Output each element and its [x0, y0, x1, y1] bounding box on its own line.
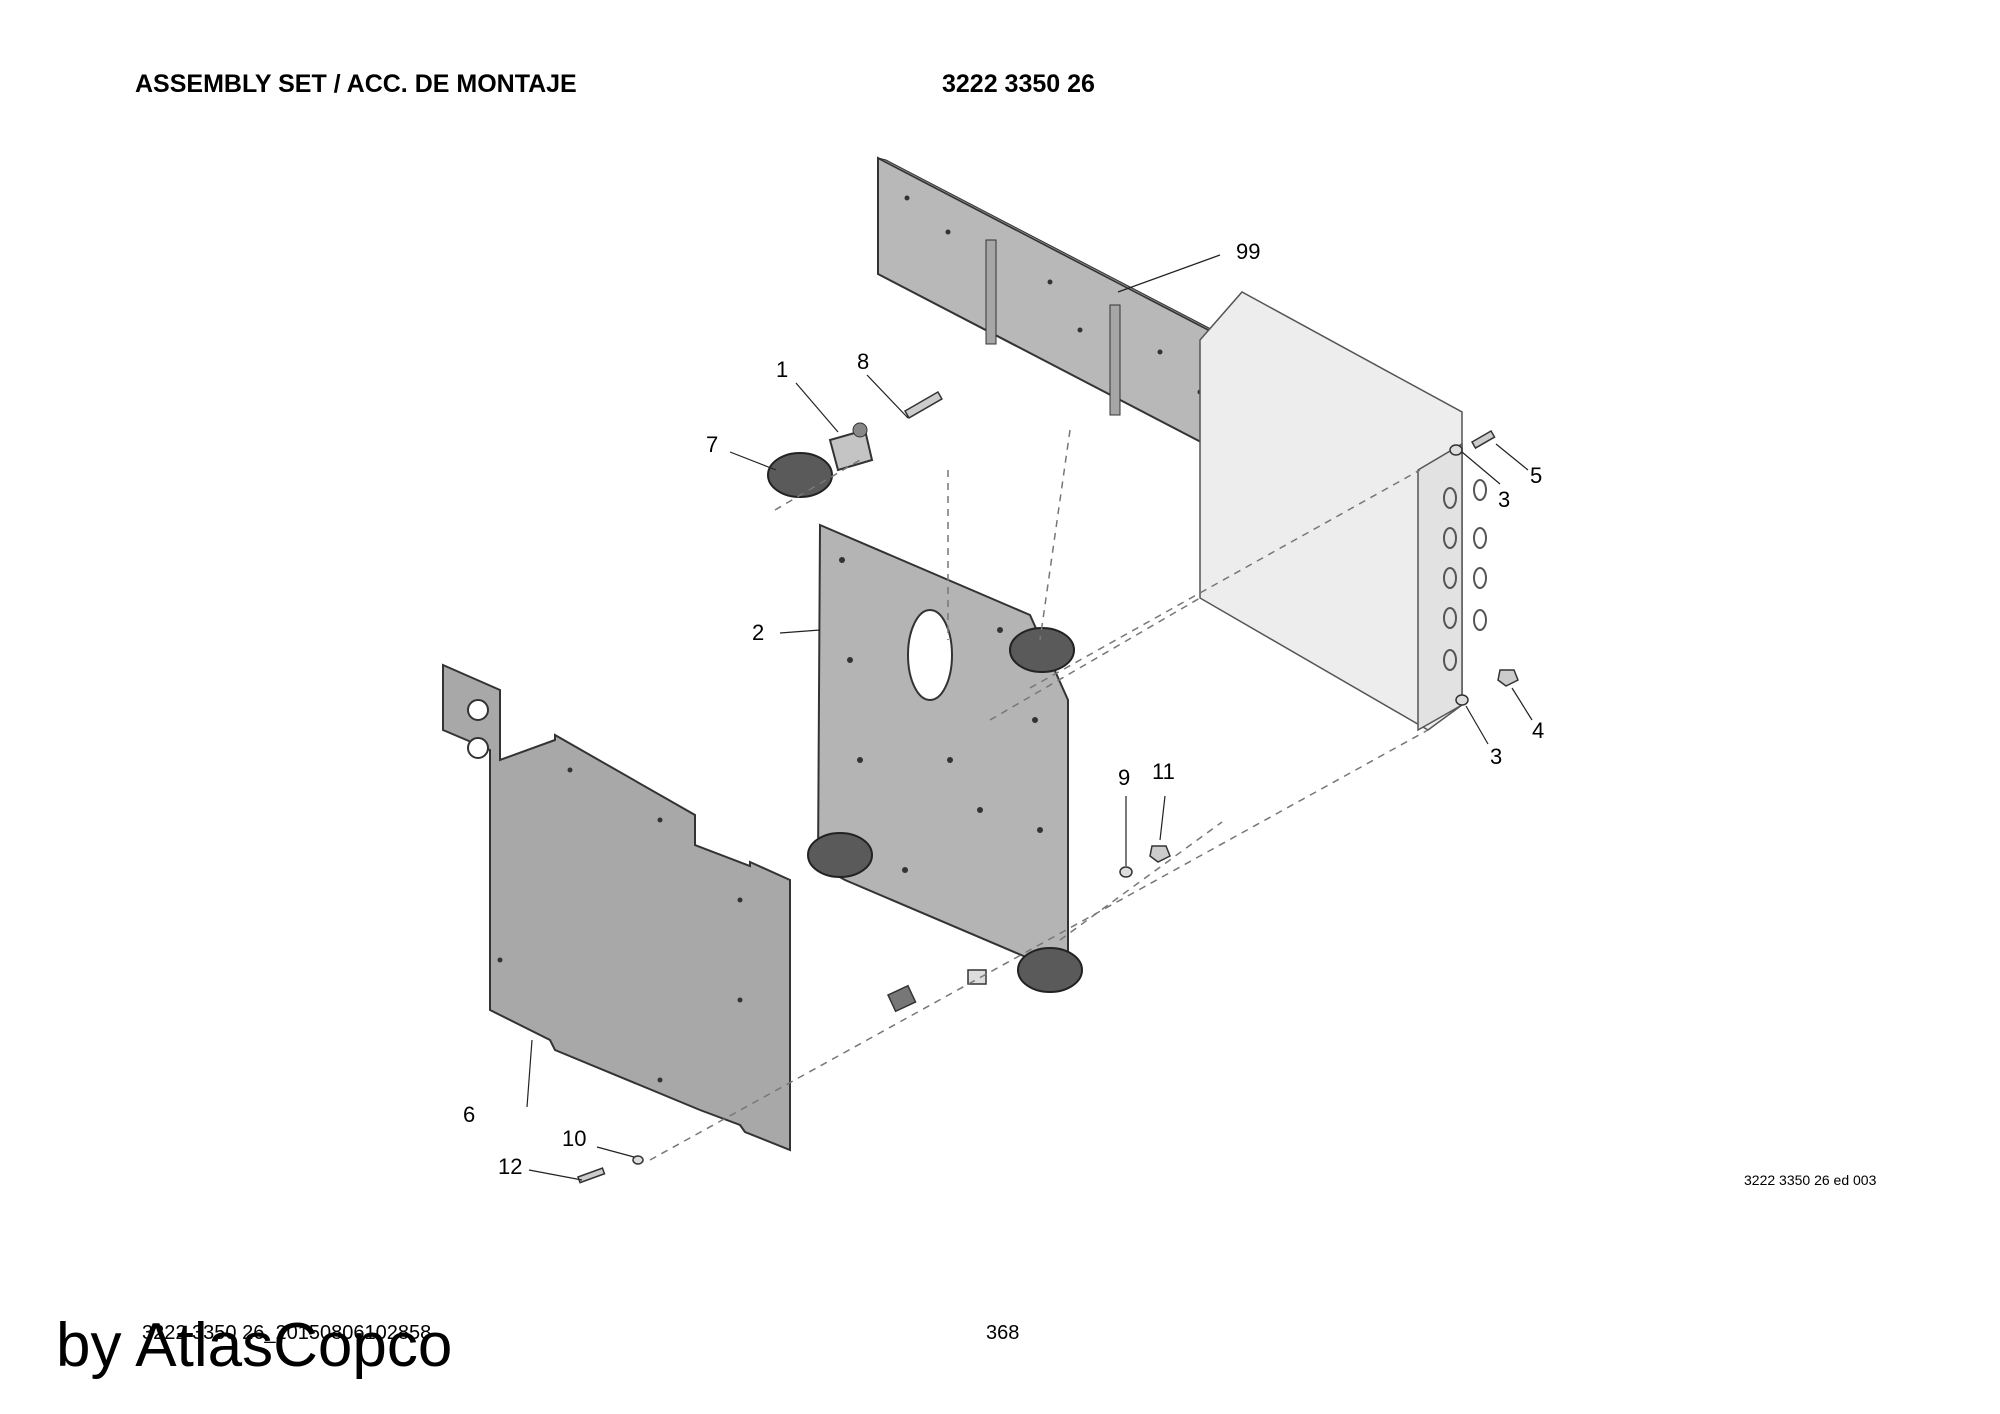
footer-code: 3222 3350 26_20150806102858 — [142, 1322, 432, 1344]
part-number: 3222 3350 26 — [942, 70, 1095, 98]
mounting-clip — [828, 422, 874, 472]
drawing-reference: 3222 3350 26 ed 003 — [1744, 1172, 1877, 1188]
top-bracket — [877, 156, 1233, 456]
callout-4: 4 — [1532, 718, 1544, 743]
callout-10: 10 — [562, 1126, 586, 1151]
page-number: 368 — [986, 1322, 1020, 1344]
callout-6: 6 — [463, 1102, 475, 1127]
callout-3-bottom: 3 — [1490, 744, 1502, 769]
callout-8: 8 — [857, 349, 869, 374]
callout-99: 99 — [1236, 239, 1260, 264]
enclosure-box — [1199, 291, 1487, 732]
cover-plate — [442, 663, 791, 1152]
callout-leaders — [526, 254, 1533, 1181]
main-mounting-plate — [816, 523, 1069, 977]
vibration-damper — [807, 627, 1083, 993]
alignment-lines — [649, 429, 1429, 1161]
watermark: by AtlasCopco — [56, 1311, 453, 1380]
callout-3-top: 3 — [1498, 487, 1510, 512]
callout-5: 5 — [1530, 463, 1542, 488]
callout-9: 9 — [1118, 765, 1130, 790]
callout-7: 7 — [706, 432, 718, 457]
callout-1: 1 — [776, 357, 788, 382]
callout-12: 12 — [498, 1154, 522, 1179]
callout-labels: 99 1 8 7 2 6 10 12 9 11 5 3 4 3 — [463, 239, 1544, 1179]
page-title: ASSEMBLY SET / ACC. DE MONTAJE — [135, 70, 577, 98]
callout-2: 2 — [752, 620, 764, 645]
callout-11: 11 — [1152, 759, 1175, 784]
rubber-pad — [767, 452, 833, 498]
hardware-fasteners — [577, 390, 1519, 1184]
